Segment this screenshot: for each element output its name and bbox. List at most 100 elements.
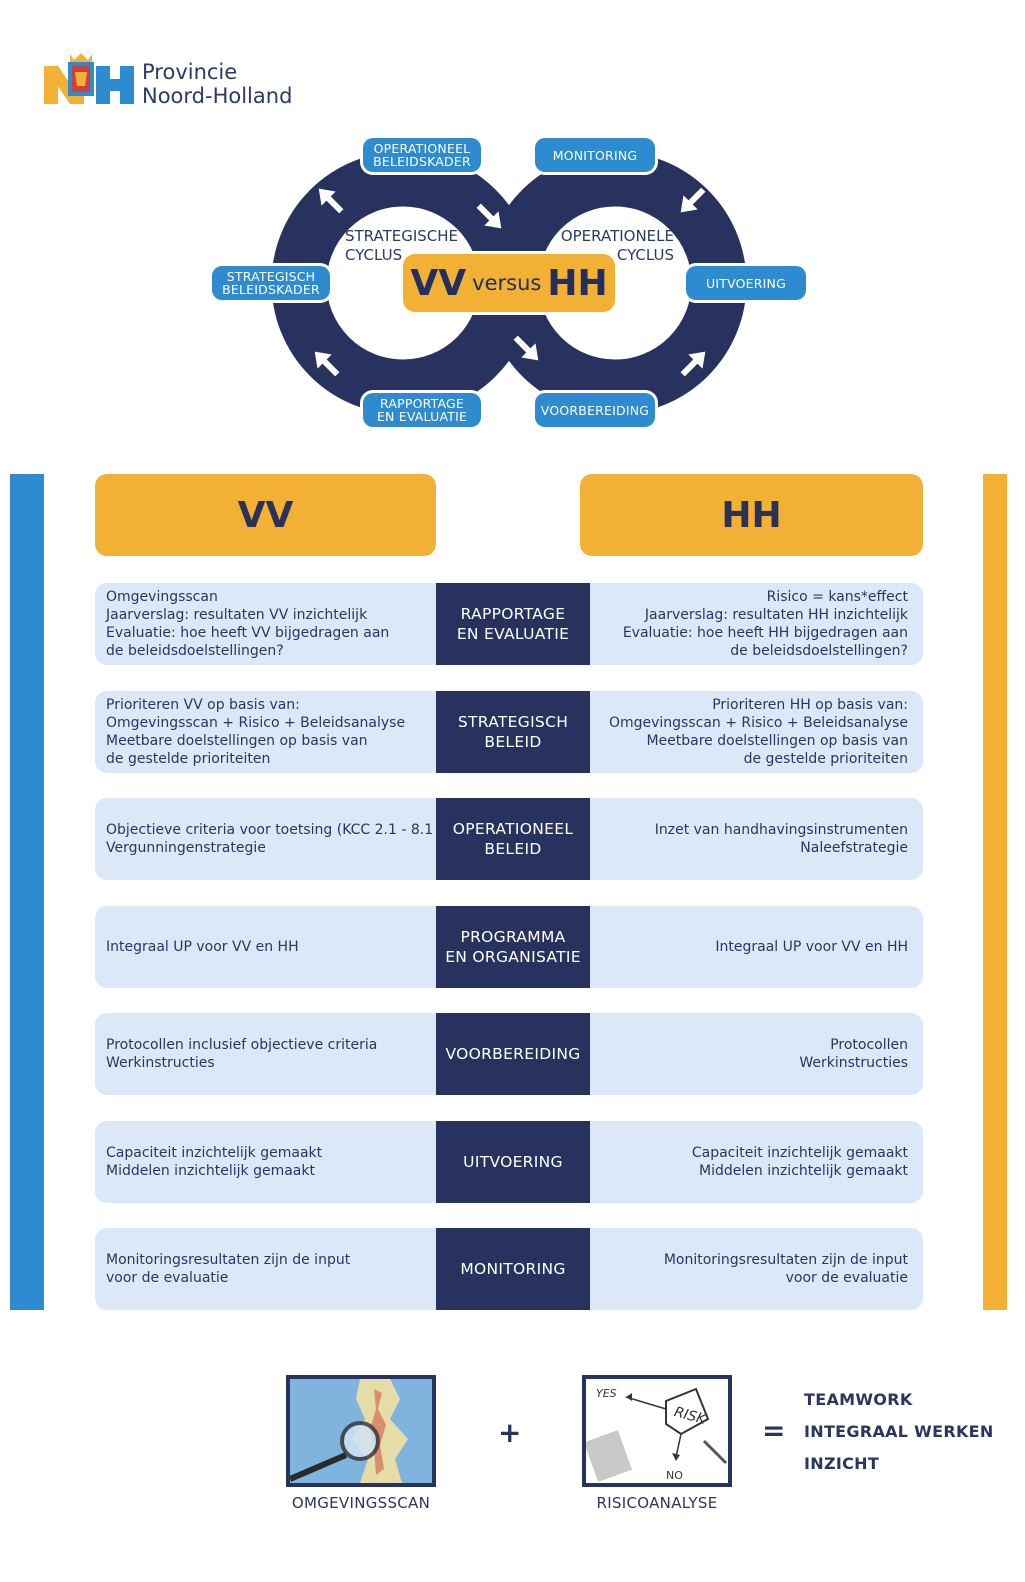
result-inzicht: INZICHT (804, 1454, 880, 1473)
risk-no-label: NO (666, 1469, 683, 1482)
equals-sign: = (762, 1414, 786, 1447)
vv-cell-line: voor de evaluatie (106, 1270, 229, 1286)
vv-cell-line: Objectieve criteria voor toetsing (KCC 2… (106, 822, 472, 838)
hh-cell-line: Inzet van handhavingsinstrumenten (654, 822, 908, 838)
phase-label: PROGRAMMA EN ORGANISATIE (436, 906, 590, 988)
hh-cell-line: Middelen inzichtelijk gemaakt (699, 1163, 908, 1179)
hh-cell: Prioriteren HH op basis van: Omgevingssca… (580, 691, 923, 773)
vv-cell-line: Prioriteren VV op basis van: (106, 697, 300, 713)
hh-cell-line: Omgevingsscan + Risico + Beleidsanalyse (608, 715, 908, 731)
strategic-cycle-line-2: CYCLUS (345, 246, 403, 264)
vv-cell: Prioriteren VV op basis van: Omgevingssca… (95, 691, 455, 773)
hh-cell-line: de gestelde prioriteiten (743, 751, 908, 767)
vv-cell-line: Evaluatie: hoe heeft VV bijgedragen aan (106, 625, 390, 641)
phase-label: MONITORING (436, 1228, 590, 1310)
column-header-hh: HH (580, 474, 923, 556)
vv-cell-line: Middelen inzichtelijk gemaakt (106, 1163, 315, 1179)
logo-line-2: Noord-Holland (142, 84, 293, 108)
badge-vv: VV (410, 262, 467, 304)
hh-cell-line: Protocollen (830, 1037, 908, 1053)
step-uitvoering: UITVOERING (686, 266, 806, 300)
step-line: OPERATIONEEL (373, 141, 471, 156)
hh-cell-line: Integraal UP voor VV en HH (715, 939, 908, 955)
vv-cell-line: Vergunningenstrategie (106, 840, 266, 856)
step-line: MONITORING (552, 147, 638, 163)
hh-cell-line: Prioriteren HH op basis van: (712, 697, 908, 713)
phase-label-line: OPERATIONEEL (452, 820, 574, 838)
strategic-cycle-line-1: STRATEGISCHE (345, 227, 459, 245)
badge-versus: versus (472, 271, 542, 295)
phase-label-line: EN ORGANISATIE (445, 948, 581, 966)
step-monitoring: MONITORING (535, 138, 655, 172)
map-magnifier-icon (288, 1379, 432, 1483)
vv-cell-line: de beleidsdoelstellingen? (106, 643, 284, 659)
column-header-vv: VV (95, 474, 436, 556)
vv-cell-line: Omgevingsscan (106, 589, 218, 605)
cycle-arrows (314, 187, 706, 377)
province-logo: Provincie Noord-Holland (44, 52, 324, 112)
phase-label: RAPPORTAGE EN EVALUATIE (436, 583, 590, 665)
nh-crest-icon (44, 53, 134, 104)
phase-label: UITVOERING (436, 1121, 590, 1203)
phase-label: VOORBEREIDING (436, 1013, 590, 1095)
vv-cell-line: Meetbare doelstellingen op basis van (106, 733, 368, 749)
hh-cell-line: Capaciteit inzichtelijk gemaakt (691, 1145, 908, 1161)
vv-cell-line: de gestelde prioriteiten (106, 751, 271, 767)
hh-cell-line: Naleefstrategie (800, 840, 908, 856)
step-line: STRATEGISCH (226, 269, 316, 284)
vv-cell-line: Omgevingsscan + Risico + Beleidsanalyse (106, 715, 406, 731)
logo-text: Provincie Noord-Holland (142, 60, 292, 108)
phase-label: STRATEGISCH BELEID (436, 691, 590, 773)
phase-label-line: UITVOERING (463, 1153, 563, 1171)
hh-cell-line: Jaarverslag: resultaten HH inzichtelijk (644, 607, 908, 623)
phase-label-line: BELEID (484, 840, 542, 858)
vv-cell-line: Protocollen inclusief objectieve criteri… (106, 1037, 378, 1053)
step-voorbereiding: VOORBEREIDING (535, 393, 655, 427)
strategic-cycle-label: STRATEGISCHE CYCLUS (345, 227, 458, 265)
table-row: Monitoringsresultaten zijn de input voor … (95, 1228, 923, 1310)
vv-cell-line: Capaciteit inzichtelijk gemaakt (106, 1145, 323, 1161)
operational-cycle-label: OPERATIONELE CYCLUS (559, 227, 674, 265)
phase-label-line: PROGRAMMA (460, 928, 566, 946)
step-line: BELEIDSKADER (373, 154, 471, 169)
hh-cell-line: Monitoringsresultaten zijn de input (663, 1252, 908, 1268)
risk-yes-label: YES (596, 1387, 617, 1400)
phase-label-line: EN EVALUATIE (456, 625, 570, 643)
phase-label-line: STRATEGISCH (457, 713, 569, 731)
risk-flowchart-icon: YES RISK NO (583, 1379, 728, 1483)
phase-label-line: BELEID (484, 733, 542, 751)
hh-cell-line: Risico = kans*effect (766, 589, 908, 605)
step-line: UITVOERING (706, 275, 786, 291)
operational-cycle-line-2: CYCLUS (616, 246, 674, 264)
phase-label-line: MONITORING (460, 1260, 566, 1278)
operational-cycle-line-1: OPERATIONELE (560, 227, 674, 245)
hh-cell: Integraal UP voor VV en HH (580, 906, 923, 988)
hh-cell-line: de beleidsdoelstellingen? (730, 643, 908, 659)
risicoanalyse-caption: RISICOANALYSE (596, 1494, 718, 1512)
step-line: EN EVALUATIE (376, 409, 468, 424)
phase-label-line: RAPPORTAGE (460, 605, 566, 623)
vv-side-bar (10, 474, 44, 1310)
result-teamwork: TEAMWORK (804, 1390, 913, 1409)
risicoanalyse-image: YES RISK NO (582, 1375, 732, 1487)
omgevingsscan-caption: OMGEVINGSSCAN (291, 1494, 431, 1512)
step-line: VOORBEREIDING (540, 402, 650, 418)
omgevingsscan-image (286, 1375, 436, 1487)
vv-cell: Protocollen inclusief objectieve criteri… (95, 1013, 455, 1095)
badge-hh: HH (547, 262, 608, 304)
vv-cell-line: Jaarverslag: resultaten VV inzichtelijk (106, 607, 368, 623)
phase-label-line: VOORBEREIDING (445, 1045, 581, 1063)
hh-cell-line: Evaluatie: hoe heeft HH bijgedragen aan (622, 625, 908, 641)
